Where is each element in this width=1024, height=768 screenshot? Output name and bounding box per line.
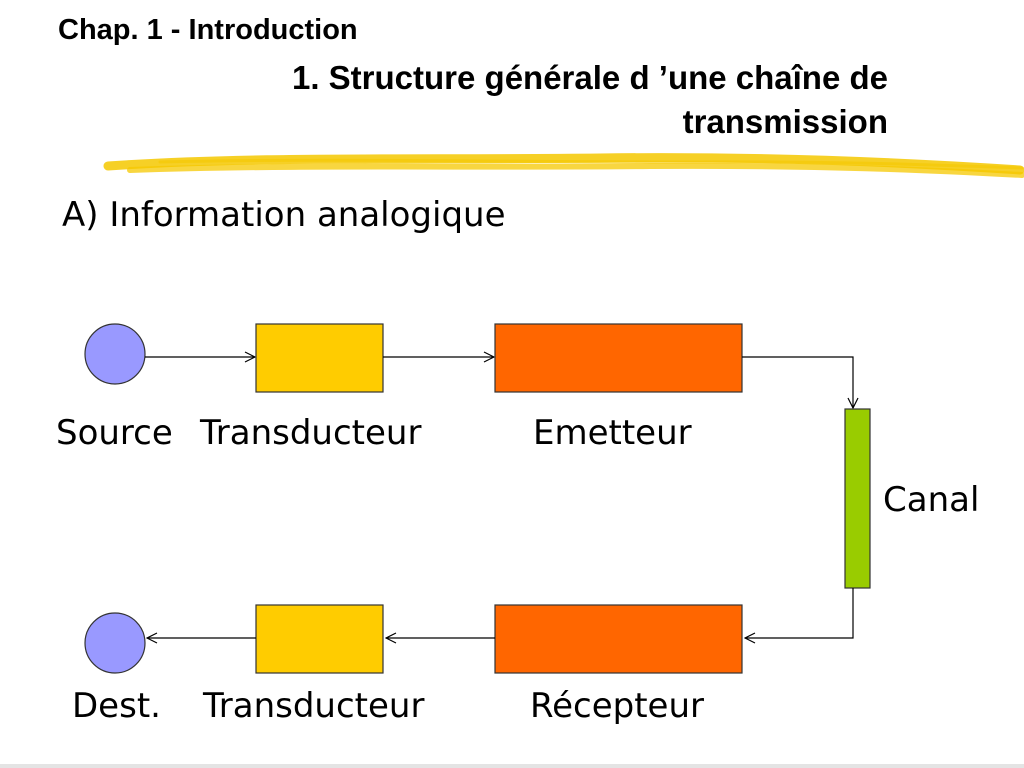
chapter-title: Chap. 1 - Introduction (58, 14, 358, 46)
slide-title: 1. Structure générale d ’une chaîne de t… (58, 56, 888, 144)
source-node (84, 323, 146, 385)
slide-title-line1: 1. Structure générale d ’une chaîne de (291, 59, 888, 96)
receiver-label: Récepteur (530, 686, 704, 726)
destination-node (84, 612, 146, 674)
transducer-bottom-block (255, 604, 384, 674)
arrow-channel-to-receiver (745, 588, 854, 638)
transducer-top-block (255, 323, 384, 393)
channel-label: Canal (883, 480, 980, 520)
section-subtitle: A) Information analogique (62, 195, 506, 235)
receiver-block (494, 604, 743, 674)
transducer-bottom-label: Transducteur (203, 686, 425, 726)
destination-label: Dest. (72, 686, 161, 726)
arrow-emitter-to-channel (742, 356, 853, 408)
footer-divider (0, 764, 1024, 768)
slide-title-line2: transmission (682, 103, 888, 140)
channel-block (844, 408, 871, 589)
source-label: Source (56, 413, 173, 453)
transducer-top-label: Transducteur (200, 413, 422, 453)
title-highlight-stroke (103, 153, 1024, 178)
emitter-block (494, 323, 743, 393)
emitter-label: Emetteur (533, 413, 692, 453)
